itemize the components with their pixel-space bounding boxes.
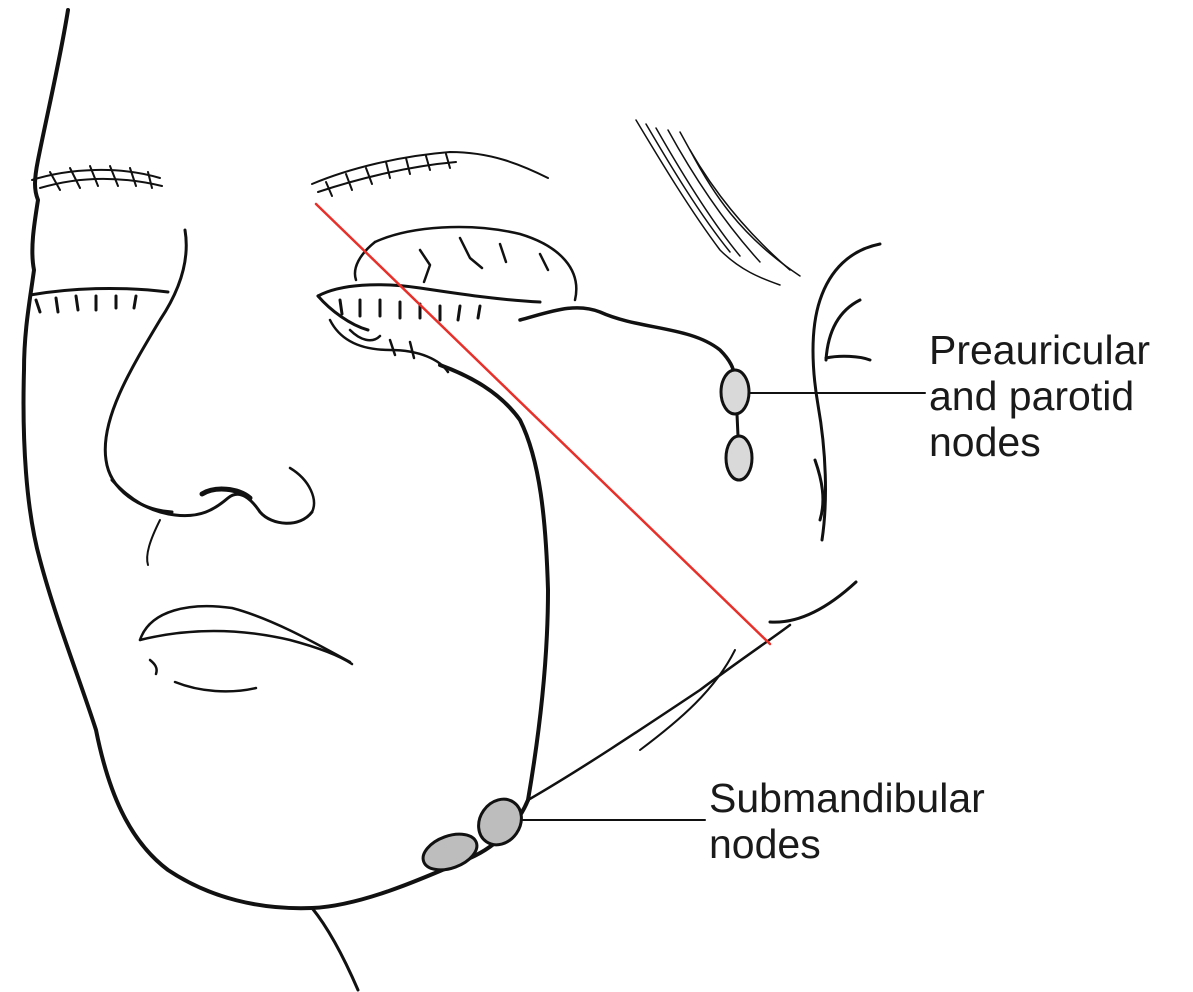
right-eye <box>318 285 540 330</box>
preauricular-label-line-3: nodes <box>929 419 1150 465</box>
preauricular-nodes-label: Preauricular and parotid nodes <box>929 327 1150 465</box>
lymph-vessel-network <box>330 227 576 372</box>
cheek-contour <box>640 650 735 750</box>
nasolabial-line <box>147 520 160 565</box>
submandibular-nodes <box>418 791 530 877</box>
neck-line <box>312 908 358 990</box>
submandibular-label-line-1: Submandibular <box>709 775 985 821</box>
nose-tip <box>112 480 312 523</box>
right-eyebrow <box>312 152 548 196</box>
face-outline <box>24 10 528 908</box>
nose-bridge <box>105 230 186 512</box>
red-diagonal-line <box>316 204 770 644</box>
jaw-line <box>528 625 790 800</box>
mouth <box>140 606 352 691</box>
lymph-vessel-to-submandibular <box>440 365 548 800</box>
nose-wing <box>290 468 314 512</box>
ear <box>770 244 880 622</box>
left-eyebrow <box>32 166 162 190</box>
preauricular-label-line-1: Preauricular <box>929 327 1150 373</box>
submandibular-label-line-2: nodes <box>709 821 985 867</box>
preauricular-nodes <box>721 370 752 480</box>
hair-strands <box>636 120 800 285</box>
submandibular-nodes-label: Submandibular nodes <box>709 775 985 867</box>
lymph-vessel-to-preauricular <box>520 308 734 378</box>
left-eye <box>30 288 168 312</box>
preauricular-label-line-2: and parotid <box>929 373 1150 419</box>
